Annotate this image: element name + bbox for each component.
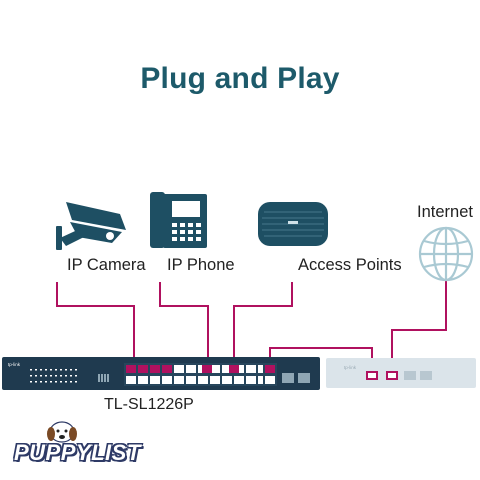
access-points-label: Access Points: [298, 256, 402, 274]
watermark-part1: PUPPY: [14, 440, 92, 465]
internet-label: Internet: [417, 203, 473, 221]
cable-ip-camera: [56, 282, 135, 372]
camera-icon: [56, 202, 126, 250]
router-logo: tp-link: [344, 365, 357, 370]
phone-icon: [150, 192, 207, 248]
switch-sfp: [282, 373, 310, 383]
watermark-part2: LIST: [91, 440, 141, 465]
switch-console: [98, 374, 109, 382]
page-title: Plug and Play: [140, 62, 340, 95]
switch-leds: [30, 369, 77, 383]
watermark: PUPPYLIST: [14, 440, 141, 466]
switch-device: tp-link: [2, 357, 320, 390]
cable-internet: [391, 280, 447, 375]
ip-phone-label: IP Phone: [167, 256, 235, 274]
cable-access-points: [233, 282, 293, 372]
router-device: tp-link: [326, 358, 476, 388]
cable-ip-phone: [159, 282, 209, 372]
globe-icon: [418, 226, 474, 282]
ip-camera-label: IP Camera: [67, 256, 146, 274]
dog-logo: [47, 421, 77, 443]
switch-model-label: TL-SL1226P: [104, 396, 194, 413]
switch-logo: tp-link: [8, 362, 21, 367]
access-point-icon: [258, 202, 328, 246]
